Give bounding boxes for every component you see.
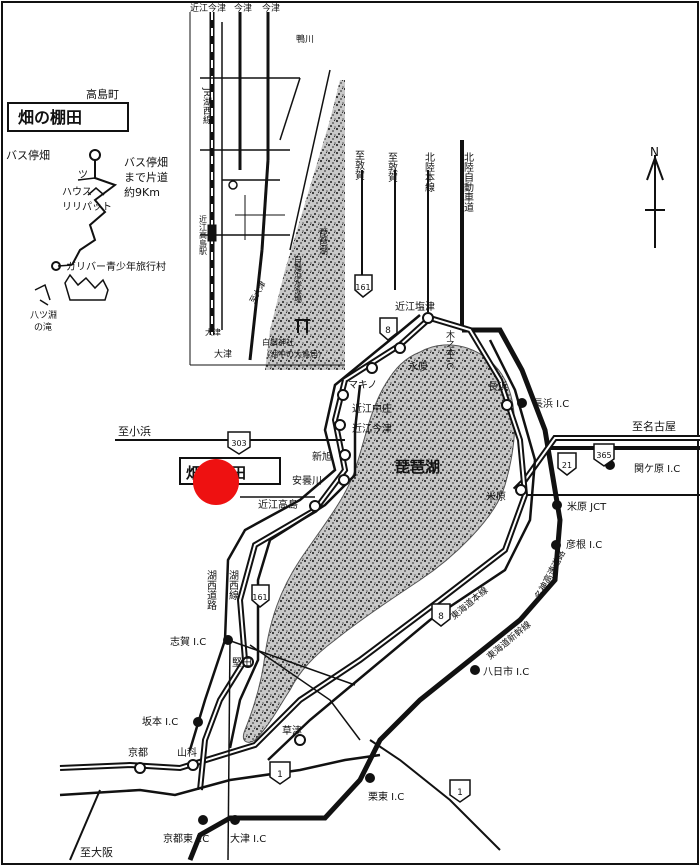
local-jr-line: JR湖西線 (201, 87, 212, 124)
station-shin-asahi: 新旭 (312, 450, 332, 463)
local-lake-2: 白鬚浜水泳場 (294, 254, 303, 304)
inset-house-1: ツ (78, 170, 88, 181)
compass (645, 155, 665, 248)
station-adogawa: 安曇川 (292, 474, 322, 487)
dest-to-nagoya: 至名古屋 (632, 419, 676, 433)
hokuriku-meishin-expressway (187, 327, 563, 861)
inset-falls-1: 八ツ淵 (30, 310, 57, 321)
label-kosei-line: 湖西線 (227, 570, 239, 600)
local-road: 至大津 (247, 279, 268, 305)
ic-sekigahara: 関ケ原 I.C (634, 463, 680, 475)
local-shrine-1: 白鬚神社 (262, 337, 294, 347)
dest-lake-biwa: 琵琶湖 (395, 458, 440, 476)
ic-sakamoto: 坂本 I.C (142, 715, 178, 728)
ic-kyoto-higashi: 京都東 I.C (163, 832, 209, 845)
svg-text:1: 1 (277, 770, 283, 780)
station-kusatsu: 草津 (282, 725, 302, 737)
route-shields: 161 161 8 303 21 365 1 1 8 (227, 274, 615, 803)
route-161 (188, 314, 421, 751)
kosei-road (228, 384, 362, 749)
route-8 (267, 339, 537, 761)
inset-route-note-1: バス停畑 (124, 155, 168, 169)
label-hokuriku-line: 北陸本線 (423, 152, 435, 192)
station-makino: マキノ (348, 380, 377, 391)
local-map (189, 12, 345, 366)
label-to-tsuruga-1: 至敦賀 (353, 150, 365, 181)
inset-house-2: ハウス (62, 186, 92, 198)
shield-8-south: 8 (431, 603, 451, 627)
ic-maibara-jct: 米原 JCT (567, 500, 607, 513)
station-markers (134, 312, 527, 774)
inset-town: 高島町 (86, 87, 119, 101)
svg-text:303: 303 (231, 439, 246, 448)
ic-ritto: 栗東 I.C (368, 790, 404, 803)
inset-camp: ガリバー青少年旅行村 (66, 260, 166, 273)
inset-falls-2: の滝 (34, 322, 52, 333)
station-yamashina: 山科 (177, 746, 197, 759)
label-to-tsuruga-2: 至敦賀 (386, 152, 398, 183)
svg-text:1: 1 (457, 788, 463, 798)
local-lake-1: 琵琶湖 (317, 228, 328, 256)
inset-route-note-2: まで片道 (124, 170, 168, 184)
shield-1-east: 1 (449, 779, 471, 803)
local-to-otsu-1: 大津 (205, 327, 221, 337)
shield-161-north: 161 (354, 274, 373, 298)
compass-n: N (650, 145, 659, 159)
local-to-otsu-2: 大津 (214, 348, 232, 360)
local-top-2: 今津 (234, 2, 252, 14)
ic-nagahama: 長浜 I.C (533, 398, 569, 410)
svg-text:161: 161 (252, 593, 267, 602)
station-kinomoto-ic: 木之本I.C (444, 329, 455, 369)
station-nagahara: 永原 (408, 360, 428, 373)
route-1 (59, 753, 381, 797)
station-maibara: 米原 (486, 490, 506, 503)
dest-to-osaka: 至大阪 (80, 845, 113, 859)
svg-text:365: 365 (596, 451, 611, 460)
shield-303: 303 (227, 431, 251, 455)
shield-365: 365 (593, 443, 615, 467)
shield-1-west: 1 (269, 761, 291, 785)
svg-text:8: 8 (385, 326, 391, 336)
shield-21: 21 (557, 452, 577, 476)
station-omi-takashima: 近江高島 (258, 498, 298, 511)
local-river: 鴨川 (296, 33, 314, 45)
shield-8: 8 (379, 317, 398, 341)
local-top-3: 今津 (262, 2, 280, 14)
inset-route-note-3: 約9Km (124, 185, 160, 199)
lake-biwa-local (265, 80, 345, 370)
label-meishin: 名神高速道路 (532, 548, 568, 601)
station-omi-imazu: 近江今津 (352, 422, 392, 435)
label-hokuriku-exp: 北陸自動車道 (462, 152, 474, 212)
station-katata: 堅田 (232, 657, 252, 669)
station-omi-shiotsu: 近江塩津 (395, 300, 435, 313)
ic-otsu: 大津 I.C (230, 832, 266, 845)
svg-text:21: 21 (562, 461, 572, 470)
to-tsuruga-roads (361, 140, 464, 330)
inset-title: 畑の棚田 (18, 108, 82, 127)
inset-house-3: リリパット (62, 201, 112, 213)
ic-yokaichi: 八日市 I.C (483, 665, 529, 678)
local-station: 近江高島駅 (199, 214, 208, 256)
station-omi-nakasho: 近江中庄 (352, 402, 392, 415)
target-marker (193, 459, 239, 505)
ic-shiga: 志賀 I.C (170, 635, 206, 648)
station-nagahama: 長浜 (488, 381, 508, 393)
inset-bus-stop: バス停畑 (6, 148, 50, 162)
ic-hikone: 彦根 I.C (566, 538, 602, 551)
local-shrine-2: （湖中の大鳥居） (262, 349, 326, 359)
shield-161-south: 161 (251, 584, 270, 608)
station-kyoto: 京都 (128, 746, 148, 759)
svg-text:161: 161 (355, 283, 370, 292)
svg-text:8: 8 (438, 612, 444, 622)
dest-to-obama: 至小浜 (118, 425, 151, 438)
label-kosei-road: 湖西道路 (205, 570, 217, 611)
local-top-1: 近江今津 (190, 2, 226, 14)
inset-map (7, 102, 129, 306)
